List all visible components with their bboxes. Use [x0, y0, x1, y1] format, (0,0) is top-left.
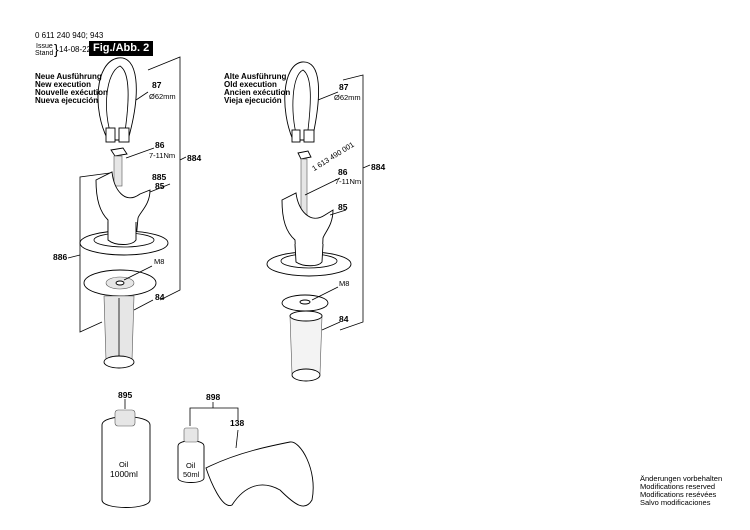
label-86: 86	[338, 167, 348, 177]
label-886: 886	[53, 252, 68, 262]
bottle-small-text: Oil	[186, 461, 196, 470]
label-85: 85	[338, 202, 348, 212]
kit-bracket-898	[189, 402, 239, 449]
label-86: 86	[155, 140, 165, 150]
label-885: 885	[152, 172, 167, 182]
new-grip-84	[103, 295, 135, 369]
issue-label: Issue	[36, 43, 53, 50]
old-grip-84	[289, 310, 323, 382]
issue-date: 14-08-22	[59, 45, 92, 54]
new-handle-body-85	[79, 171, 169, 256]
old-handle-body-85	[266, 192, 352, 277]
old-disc-m8	[281, 294, 329, 312]
label-87-diameter: Ø62mm	[149, 92, 176, 101]
label-m8: M8	[339, 279, 350, 288]
label-138: 138	[230, 418, 245, 428]
label-87: 87	[339, 82, 349, 92]
label-m8: M8	[154, 257, 165, 266]
figure-label: Fig./Abb. 2	[89, 41, 154, 56]
new-screw-86	[110, 147, 128, 187]
title-line: Nouvelle exécution	[35, 88, 108, 97]
bottle-large-text: Oil	[119, 460, 129, 469]
label-84: 84	[339, 314, 349, 324]
title-line: Vieja ejecución	[224, 96, 282, 105]
title-line: Old execution	[224, 80, 277, 89]
label-84: 84	[155, 292, 165, 302]
stand-label: Stand	[35, 50, 54, 57]
title-line: Neue Ausführung	[35, 72, 102, 81]
title-line: Ancien exécution	[224, 88, 291, 97]
oil-bottle-50ml	[177, 427, 205, 483]
notice-line: Modifications reserved	[640, 482, 716, 491]
label-895: 895	[118, 390, 133, 400]
new-leader-lines	[67, 56, 187, 333]
old-depth-stop-strap-87	[284, 61, 319, 143]
notice-line: Modifications resévées	[640, 490, 717, 499]
old-leader-lines	[304, 74, 371, 331]
bottle-large-volume: 1000ml	[110, 469, 138, 479]
new-disc-m8	[83, 269, 157, 297]
label-86-torque: 7-11Nm	[335, 177, 362, 186]
label-884: 884	[371, 162, 386, 172]
brace: }	[54, 41, 59, 57]
notice-line: Salvo modificaciones	[640, 498, 711, 507]
title-line: New execution	[35, 80, 92, 89]
old-screw-86	[297, 150, 312, 220]
oil-bottle-1000ml	[101, 399, 151, 508]
part-numbers: 0 611 240 940; 943	[35, 31, 104, 40]
bottle-small-volume: 50ml	[183, 470, 200, 479]
notice-line: Änderungen vorbehalten	[640, 474, 723, 483]
title-line: Alte Ausführung	[224, 72, 287, 81]
label-884: 884	[187, 153, 202, 163]
new-depth-stop-strap-87	[97, 57, 137, 143]
label-85: 85	[155, 181, 165, 191]
cleaning-cloth-138	[205, 441, 314, 507]
label-898: 898	[206, 392, 221, 402]
label-87-diameter: Ø62mm	[334, 93, 361, 102]
title-line: Nueva ejecución	[35, 96, 99, 105]
label-87: 87	[152, 80, 162, 90]
label-86-torque: 7-11Nm	[149, 151, 176, 160]
